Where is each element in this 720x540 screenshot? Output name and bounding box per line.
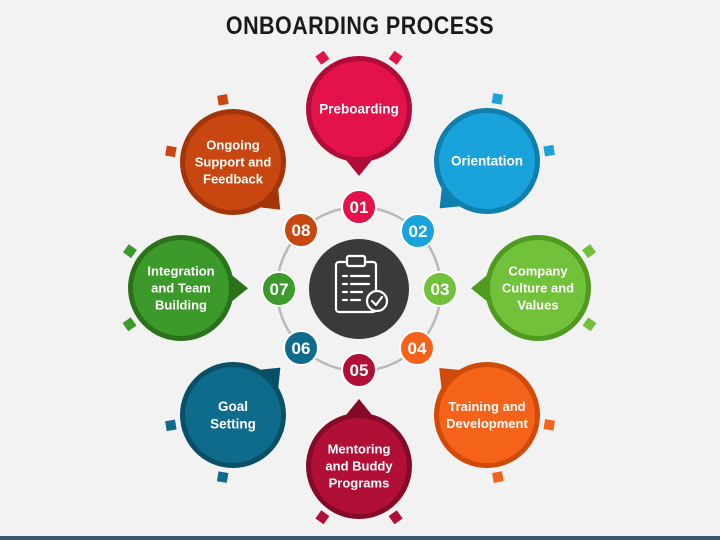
connector-square-01 (388, 50, 403, 65)
connector-layer (122, 50, 597, 525)
step-circle-01 (311, 61, 407, 157)
step-number-circle-04 (399, 330, 435, 366)
step-number-05: 05 (341, 352, 377, 388)
step-node-01: Preboarding (306, 56, 412, 176)
center-circle (309, 239, 409, 339)
connector-square-07 (122, 317, 137, 332)
connector-square-05 (315, 510, 330, 525)
connector-square-07 (122, 244, 137, 259)
page-title: ONBOARDING PROCESS (225, 12, 495, 40)
step-circle-08 (185, 114, 281, 210)
step-node-02: Orientation (434, 108, 540, 214)
step-number-text-08: 08 (292, 221, 311, 240)
connector-square-08 (217, 94, 229, 106)
step-number-circle-01 (341, 189, 377, 225)
connector-square-04 (492, 471, 504, 483)
connector-square-03 (582, 244, 597, 259)
connector-square-04 (543, 419, 555, 431)
step-circle-06 (185, 367, 281, 463)
step-number-circle-03 (422, 271, 458, 307)
connector-square-05 (388, 510, 403, 525)
connector-square-02 (543, 144, 555, 157)
step-number-text-04: 04 (408, 339, 427, 358)
connector-square-01 (315, 50, 330, 65)
connector-square-06 (165, 419, 177, 432)
step-number-text-03: 03 (431, 280, 450, 299)
connector-square-08 (165, 145, 177, 158)
step-number-text-02: 02 (409, 222, 428, 241)
step-number-text-05: 05 (350, 361, 369, 380)
step-number-circle-08 (283, 212, 319, 248)
connector-square-06 (216, 471, 229, 483)
step-label-02: Orientation (451, 154, 523, 169)
step-label-01: Preboarding (319, 102, 399, 117)
step-number-text-01: 01 (350, 198, 369, 217)
step-number-08: 08 (283, 212, 319, 248)
clipboard-checklist-icon (334, 254, 389, 314)
step-number-01: 01 (341, 189, 377, 225)
step-number-circle-06 (283, 330, 319, 366)
step-circle-03 (490, 240, 586, 336)
step-circle-04 (439, 367, 535, 463)
step-number-circle-02 (400, 213, 436, 249)
bottom-bar (0, 536, 720, 540)
step-number-circle-05 (341, 352, 377, 388)
center-hub (309, 239, 409, 339)
step-numbers: 01 02 03 04 05 06 07 08 (261, 189, 458, 388)
connector-square-02 (491, 93, 504, 105)
step-number-text-06: 06 (292, 339, 311, 358)
step-number-text-07: 07 (270, 280, 289, 299)
step-number-07: 07 (261, 271, 297, 307)
step-number-circle-07 (261, 271, 297, 307)
step-circle-05 (311, 418, 407, 514)
step-number-04: 04 (399, 330, 435, 366)
step-circle-02 (439, 113, 535, 209)
step-circle-07 (133, 240, 229, 336)
step-number-06: 06 (283, 330, 319, 366)
step-number-03: 03 (422, 271, 458, 307)
connector-square-03 (582, 317, 597, 332)
step-number-02: 02 (400, 213, 436, 249)
